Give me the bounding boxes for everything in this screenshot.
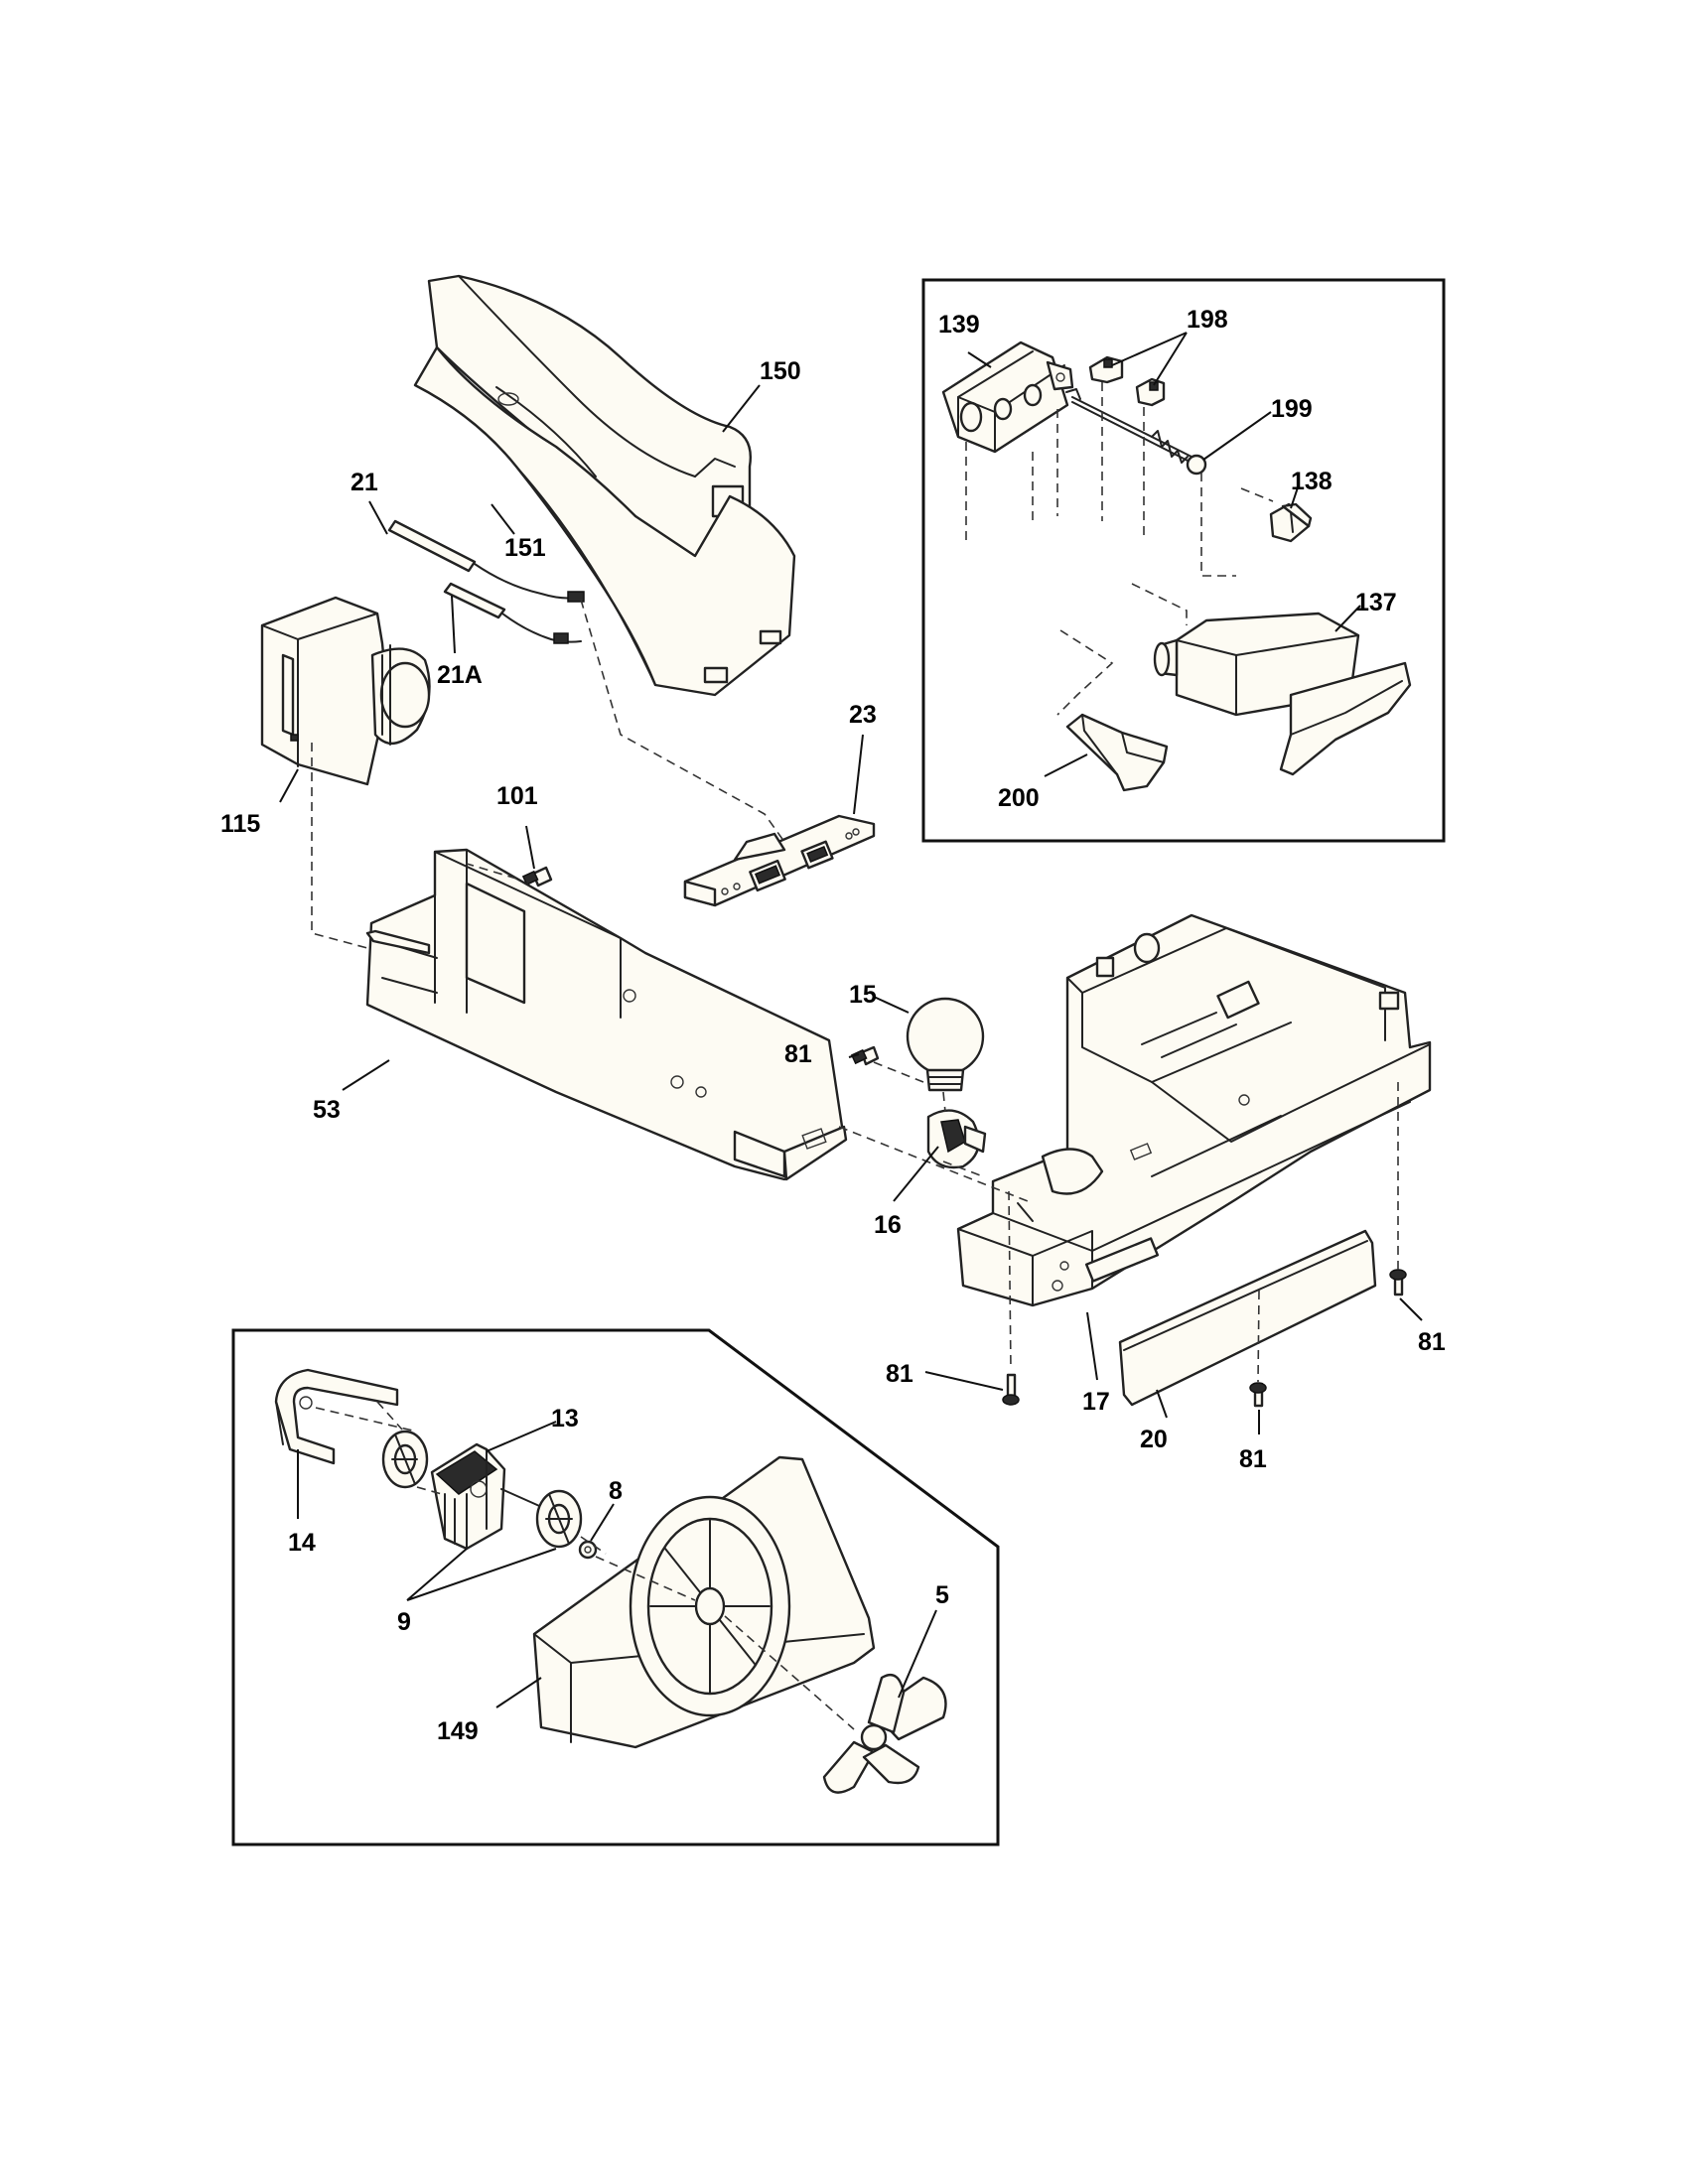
grommet-9-left: [381, 1430, 429, 1489]
screw-81-upper: [850, 1045, 880, 1066]
lamp-socket-16: [926, 1109, 987, 1169]
callout-200: 200: [998, 784, 1040, 812]
callout-199: 199: [1271, 395, 1313, 423]
callout-14: 14: [288, 1529, 316, 1557]
callout-21a: 21A: [437, 661, 483, 689]
light-bulb-15: [906, 997, 985, 1092]
bracket-53: [365, 848, 848, 1181]
callout-198: 198: [1187, 306, 1228, 334]
tray-137: [1153, 612, 1412, 776]
guide-lines-inset: [965, 382, 1274, 716]
leader-lines: [279, 332, 1423, 1708]
housing-115: [260, 596, 431, 786]
callout-139: 139: [938, 311, 980, 339]
bracket-14: [274, 1368, 399, 1465]
callout-16: 16: [874, 1211, 902, 1239]
spring-rod-199: [1065, 388, 1207, 476]
callout-138: 138: [1291, 468, 1333, 495]
fan-motor-13: [430, 1442, 547, 1551]
screw-81-middle: [1249, 1382, 1267, 1408]
sensor-21: [387, 519, 585, 603]
callout-81-middle: 81: [1239, 1445, 1267, 1473]
callout-151: 151: [504, 534, 546, 562]
clips-198: [1088, 355, 1166, 407]
callout-81-left: 81: [886, 1360, 913, 1388]
callout-149: 149: [437, 1717, 479, 1745]
screw-81-right: [1389, 1269, 1407, 1297]
callout-8: 8: [609, 1477, 623, 1505]
dispenser-housing-17: [956, 913, 1432, 1307]
callout-81-upper: 81: [784, 1040, 812, 1068]
bracket-138: [1269, 502, 1313, 543]
ice-chute-151: [413, 345, 796, 697]
callout-150: 150: [760, 357, 801, 385]
solenoid-139: [941, 341, 1074, 454]
callout-21: 21: [351, 469, 378, 496]
callout-53: 53: [313, 1096, 341, 1124]
inset-frame-ice-dispenser: [921, 278, 1446, 843]
callout-20: 20: [1140, 1426, 1168, 1453]
guide-lines-fan: [315, 1401, 855, 1730]
fan-blade-5: [822, 1673, 947, 1794]
control-board-23: [683, 814, 876, 907]
trim-20: [1118, 1229, 1377, 1407]
callout-17: 17: [1082, 1388, 1110, 1416]
inset-frame-fan-assembly: [231, 1328, 1000, 1846]
sensor-21a: [443, 582, 582, 644]
callout-115: 115: [220, 810, 260, 838]
callout-23: 23: [849, 701, 877, 729]
grommet-9-right: [535, 1489, 583, 1549]
callout-5: 5: [935, 1581, 949, 1609]
callout-15: 15: [849, 981, 877, 1009]
paddle-200: [1065, 713, 1169, 792]
guide-lines-main: [311, 599, 1399, 1383]
callout-81-right: 81: [1418, 1328, 1446, 1356]
screw-101: [521, 866, 553, 887]
callout-13: 13: [551, 1405, 579, 1433]
fan-shroud-149: [532, 1455, 876, 1749]
callout-101: 101: [496, 782, 538, 810]
washer-8: [578, 1540, 598, 1560]
callout-137: 137: [1355, 589, 1397, 616]
screw-81-left: [1002, 1373, 1020, 1406]
callout-9: 9: [397, 1608, 411, 1636]
